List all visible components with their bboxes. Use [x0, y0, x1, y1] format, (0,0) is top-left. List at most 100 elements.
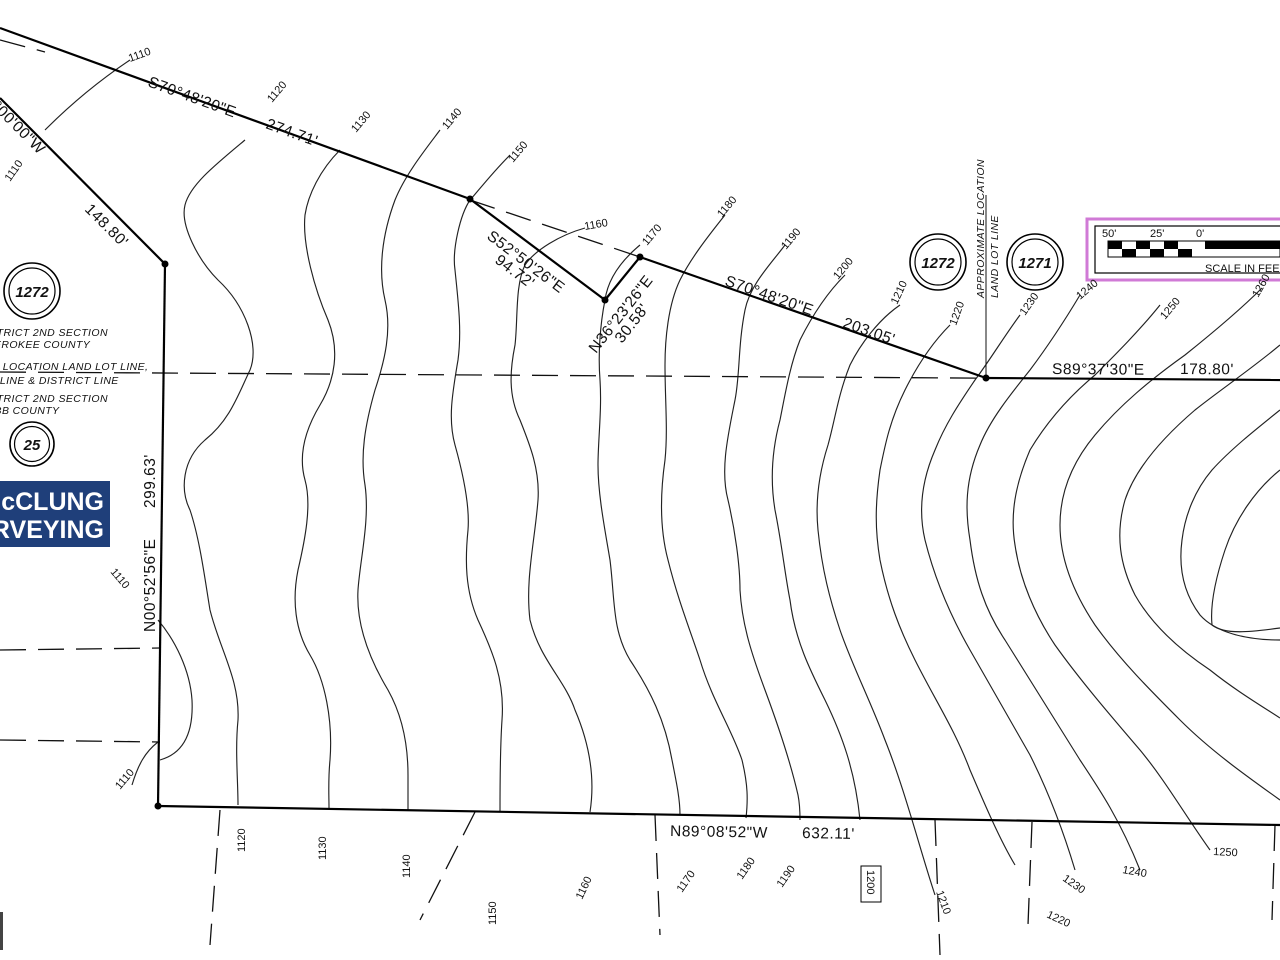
contour-label: 1160 [583, 217, 608, 233]
contour-label: 1190 [779, 226, 803, 252]
east-bearing: S89°37'30"E [1052, 361, 1145, 379]
contour-label: 1170 [640, 222, 664, 248]
dashed-south-5 [1027, 821, 1033, 926]
scale-tick-label: 50' [1102, 228, 1116, 240]
contour-1250 [1012, 304, 1211, 851]
north-top-distance: 274.71' [264, 116, 320, 150]
boundary-south [157, 804, 1280, 827]
corner-pin [161, 260, 169, 268]
land-lot-markers: 1272 25 1272 1271 APPROXIMATE LOCATION L… [3, 159, 1064, 467]
contour-1120 [183, 139, 254, 806]
contour-label: 1170 [675, 868, 698, 894]
contour-1110-south [131, 741, 159, 786]
east-distance: 178.80' [1180, 361, 1234, 378]
contour-1140 [357, 129, 441, 810]
district-text: DISTRICT 2ND SECTION CHEROKEE COUNTY APP… [0, 327, 148, 417]
district-lower-line-1: DISTRICT 2ND SECTION [0, 393, 108, 405]
contour-label: 1130 [317, 836, 329, 860]
approx-note-line-1: APPROXIMATE LOCATION [975, 159, 987, 299]
district-upper-line-2: CHEROKEE COUNTY [0, 339, 91, 351]
boundary-labels: S70°48'20"E 274.71' N45°00'00"W 148.80' … [0, 74, 1234, 843]
dashed-south-2 [419, 811, 476, 921]
north-top-bearing: S70°48'20"E [146, 74, 239, 122]
contour-label: 1250 [1213, 846, 1238, 859]
corner-pin [154, 802, 162, 810]
boundary-jog-2 [604, 256, 641, 301]
dashed-north-extension [469, 199, 641, 258]
contour-1260 [1059, 287, 1280, 801]
edge-artifact [0, 912, 3, 950]
north-mid-distance: 203.05' [841, 315, 897, 349]
contour-1210 [816, 304, 936, 896]
contour-1170 [597, 244, 681, 816]
contour-label: 1140 [401, 854, 413, 878]
scale-bar: 50' 25' 0' SCALE IN FEET [1085, 217, 1280, 282]
land-lot-marker: 25 [9, 421, 55, 467]
contour-label: 1210 [889, 279, 910, 306]
approx-note-line-2: LAND LOT LINE [989, 215, 1001, 298]
district-upper-line-1: DISTRICT 2ND SECTION [0, 327, 108, 339]
contour-label: 1210 [933, 889, 953, 916]
district-lower-line-2: COBB COUNTY [0, 405, 60, 417]
south-bearing: N89°08'52"W [670, 823, 768, 842]
property-boundary [0, 26, 1280, 827]
south-distance: 632.11' [802, 825, 855, 843]
contour-1160 [510, 227, 593, 813]
contour-1190 [724, 244, 801, 821]
logo-line-1: McCLUNG [0, 488, 104, 516]
contour-label: 1110 [127, 46, 153, 65]
contour-1180 [660, 214, 748, 819]
line-label-2: COUNTY LINE & DISTRICT LINE [0, 375, 119, 387]
logo-background [0, 481, 110, 547]
contour-1280 [1180, 409, 1280, 641]
contour-label: 1120 [265, 79, 289, 105]
land-lot-number: 1272 [15, 284, 49, 301]
contour-1110-west [157, 619, 193, 761]
contour-label: 1220 [948, 300, 968, 327]
dashed-south-1 [209, 809, 221, 946]
left-bearing: N00°52'56"E [142, 539, 159, 632]
mcclung-logo: McCLUNG SURVEYING [0, 481, 110, 547]
contour-label: 1150 [487, 901, 499, 925]
contour-label: 1250 [1158, 295, 1183, 321]
west-distance: 148.80' [81, 201, 131, 251]
contour-1110-top [44, 59, 131, 131]
contour-label: 1160 [574, 875, 595, 902]
contour-1200 [771, 274, 861, 821]
contour-label: 1110 [3, 158, 26, 184]
contour-1290 [1211, 469, 1280, 633]
corner-pin [636, 253, 644, 261]
boundary-jog-1 [469, 198, 606, 301]
land-lot-number: 1271 [1018, 255, 1051, 272]
contour-label: 1260 [1250, 272, 1273, 299]
contour-lines [44, 59, 1280, 896]
contour-1220 [875, 324, 1016, 866]
scale-tick-label: 25' [1150, 228, 1164, 240]
dashed-south-4 [934, 819, 941, 956]
land-lot-number: 25 [23, 437, 41, 454]
dashed-west-lower [0, 739, 161, 743]
contour-label: 1200 [864, 870, 876, 894]
contour-label-boxed: 1200 [860, 865, 882, 903]
contour-label: 1180 [715, 194, 739, 220]
contour-1130 [294, 149, 341, 809]
contour-label: 1140 [440, 106, 464, 132]
boundary-west [156, 263, 167, 807]
contour-1270 [1119, 344, 1280, 719]
boundary-west-diagonal [0, 97, 166, 265]
scale-tick-label: 0' [1196, 228, 1204, 240]
dashed-south-6 [1271, 824, 1276, 921]
contour-label: 1110 [108, 566, 132, 591]
land-lot-marker: 1272 [909, 233, 967, 291]
boundary-north-mid [639, 255, 987, 380]
contour-1240 [966, 294, 1141, 871]
corner-pin [982, 374, 990, 382]
contour-label: 1230 [1060, 873, 1087, 897]
contour-1150 [450, 154, 511, 813]
dashed-top-left [0, 39, 46, 53]
north-mid-bearing: S70°48'20"E [723, 273, 816, 320]
contour-label: 1240 [1121, 864, 1147, 880]
contour-label: 1200 [831, 255, 856, 281]
scale-bar-frame [1085, 217, 1280, 282]
